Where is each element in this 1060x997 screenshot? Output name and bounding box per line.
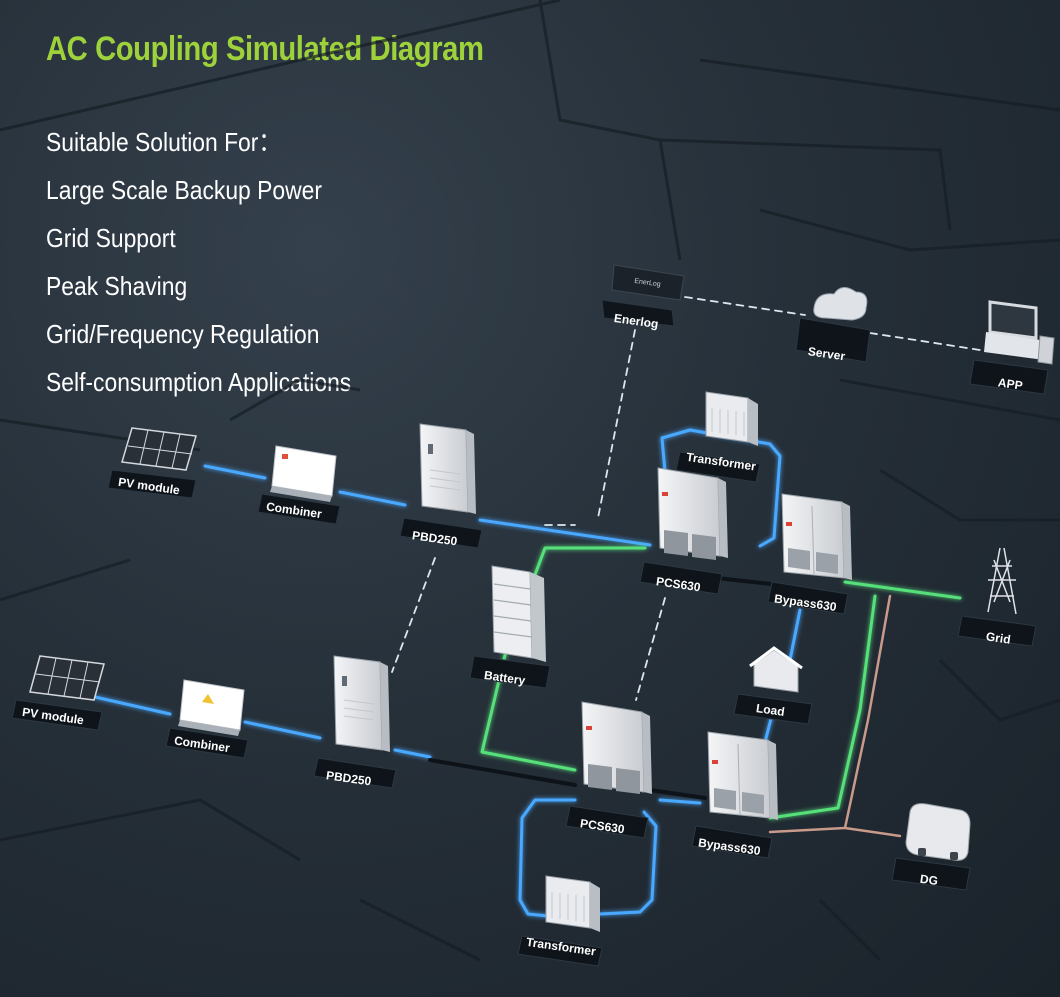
transformer-node[interactable]: Transformer <box>675 391 761 483</box>
grid-node[interactable]: Grid <box>957 547 1037 647</box>
grid-label: Grid <box>985 629 1011 646</box>
bypass630-node[interactable]: Bypass630 <box>691 731 778 859</box>
page-title: AC Coupling Simulated Diagram <box>46 30 484 68</box>
battery-label: Battery <box>483 668 526 688</box>
pbd250-node[interactable]: PBD250 <box>399 423 483 549</box>
enerlog-label: Enerlog <box>613 311 659 331</box>
floor-tiles <box>0 0 1060 962</box>
dg-label: DG <box>919 872 939 888</box>
applications-list: Suitable Solution For： Large Scale Backu… <box>46 118 486 406</box>
pbd250-node[interactable]: PBD250 <box>313 655 397 789</box>
pcs630-node[interactable]: PCS630 <box>565 701 652 839</box>
enerlog-node[interactable]: EnerLog Enerlog <box>601 264 685 331</box>
bypass630-node[interactable]: Bypass630 <box>767 493 852 615</box>
application-item: Grid/Frequency Regulation <box>46 319 320 349</box>
pv-module-node[interactable]: PV module <box>107 427 197 499</box>
pbd250-label: PBD250 <box>411 528 458 548</box>
application-item: Grid Support <box>46 223 176 253</box>
pcs630-label: PCS630 <box>579 816 626 836</box>
pcs630-label: PCS630 <box>655 574 702 594</box>
load-node[interactable]: Load <box>733 646 813 725</box>
server-node[interactable]: Server <box>795 287 871 363</box>
dg-node[interactable]: DG <box>891 803 971 891</box>
app-node[interactable]: APP <box>969 300 1055 395</box>
combiner-node[interactable]: Combiner <box>165 679 249 759</box>
enerlog-screen-text: EnerLog <box>634 278 661 289</box>
server-icon-label: Server <box>807 344 846 363</box>
application-item: Self-consumption Applications <box>46 367 352 397</box>
transformer-node[interactable]: Transformer <box>517 875 603 967</box>
app-label: APP <box>997 375 1023 392</box>
pcs630-node[interactable]: PCS630 <box>639 467 728 595</box>
pbd250-label: PBD250 <box>325 768 372 788</box>
application-item: Peak Shaving <box>46 271 188 301</box>
battery-node[interactable]: Battery <box>469 565 551 689</box>
applications-intro: Suitable Solution For： <box>46 127 282 157</box>
combiner-node[interactable]: Combiner <box>257 445 341 525</box>
load-label: Load <box>755 701 785 719</box>
pv-module-node[interactable]: PV module <box>11 655 105 731</box>
application-item: Large Scale Backup Power <box>46 175 322 205</box>
